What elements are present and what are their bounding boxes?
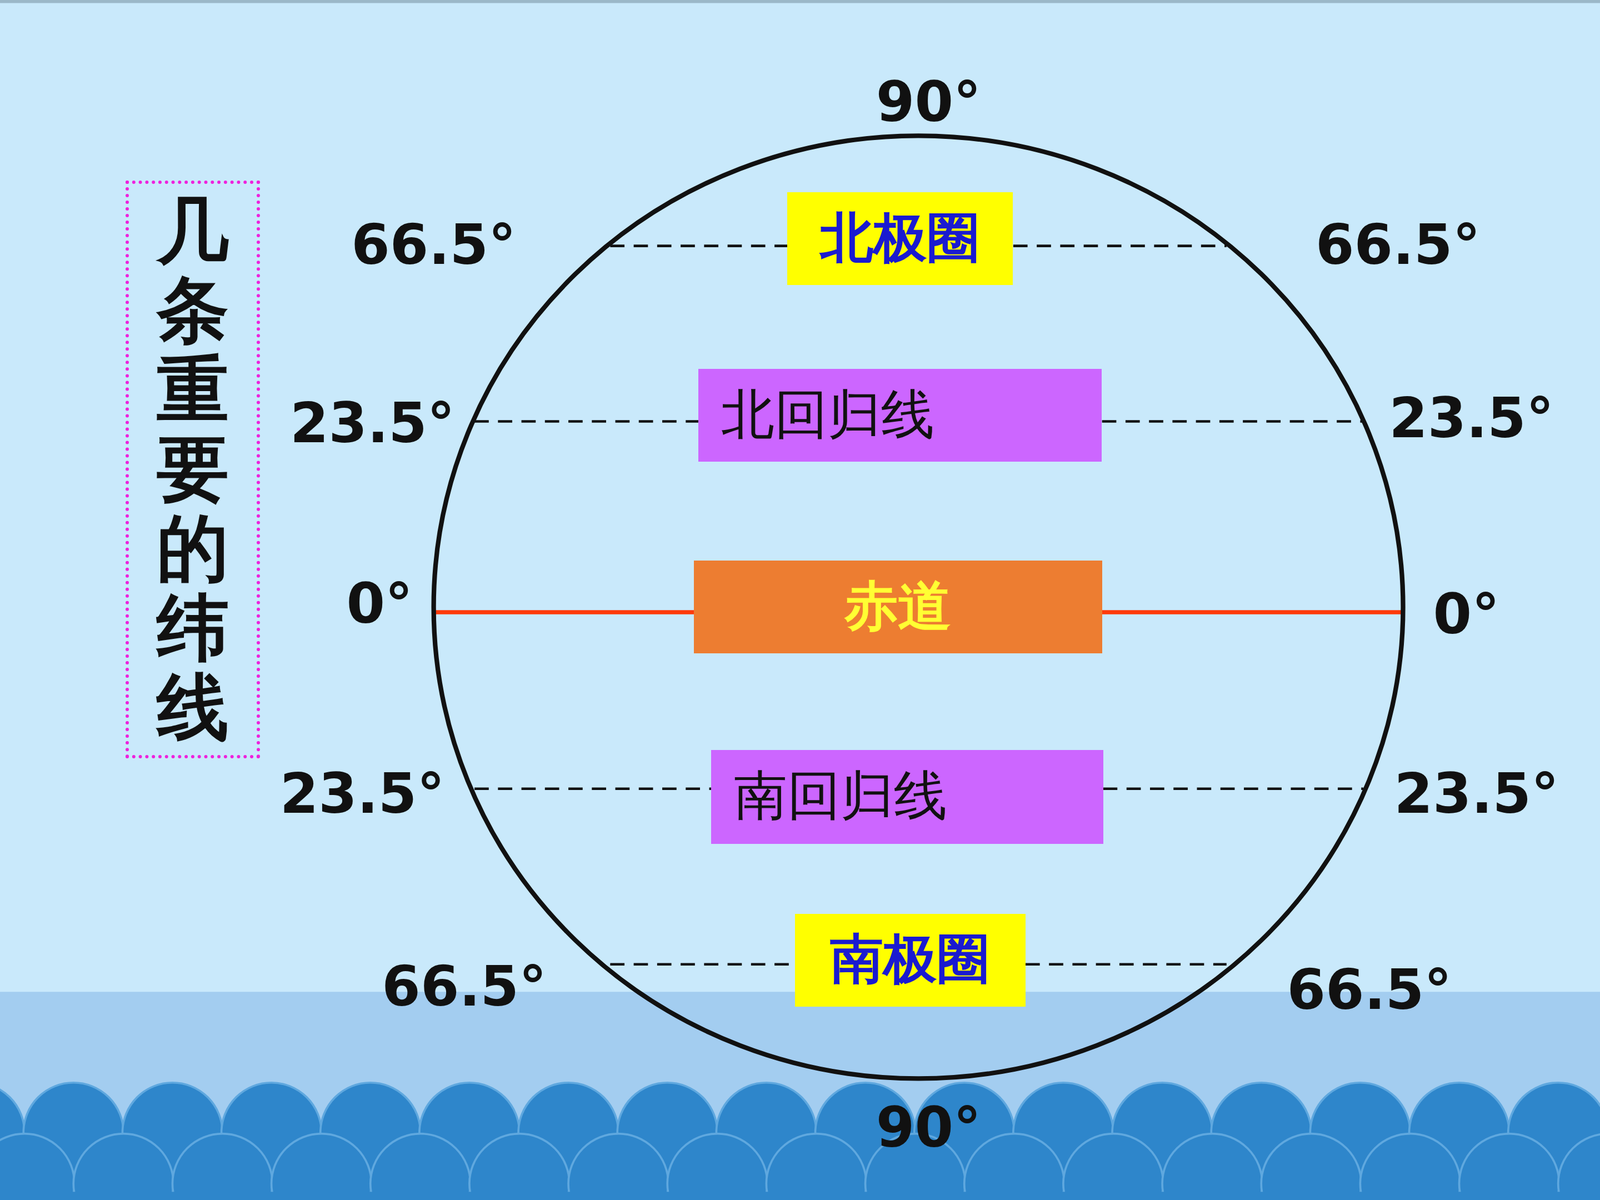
latitude-name: 北极圈 <box>820 202 980 275</box>
wave-scallop <box>172 1133 273 1200</box>
capricorn-dash-left <box>474 787 712 790</box>
wave-scallop <box>271 1133 372 1200</box>
latitude-value: 0° <box>346 576 413 632</box>
latitude-name: 北回归线 <box>721 379 935 452</box>
arctic-dash-left <box>610 244 788 248</box>
equator-box: 赤道 <box>693 560 1103 654</box>
title-box: 几条重要的纬线 <box>125 180 260 759</box>
latitude-value: 23.5° <box>1393 766 1559 822</box>
latitude-value: 23.5° <box>280 766 445 822</box>
antarctic-circle-box: 南极圈 <box>795 913 1026 1007</box>
wave-row <box>0 1082 1600 1200</box>
wave-scallop <box>568 1133 669 1200</box>
globe-outline <box>433 135 1404 1079</box>
wave-scallop <box>469 1133 570 1200</box>
wave-scallop <box>0 1133 75 1200</box>
wave-scallop <box>1261 1133 1362 1200</box>
wave-scallop <box>73 1133 174 1200</box>
latitude-name: 赤道 <box>844 571 952 644</box>
top-rule <box>0 0 1600 4</box>
wave-scallop <box>1162 1133 1263 1200</box>
latitude-value: 66.5° <box>381 958 547 1015</box>
arctic-dash-right <box>1013 244 1227 248</box>
latitude-value: 23.5° <box>290 395 455 452</box>
wave-base <box>0 1191 1600 1200</box>
vertical-heading: 几条重要的纬线 <box>156 191 229 748</box>
cancer-dash-left <box>474 420 699 423</box>
latitude-value: 66.5° <box>1287 962 1453 1018</box>
latitude-value: 23.5° <box>1388 390 1554 447</box>
tropic-cancer-box: 北回归线 <box>698 368 1102 462</box>
latitude-value: 66.5° <box>351 217 517 273</box>
latitude-value: 90° <box>876 1100 982 1156</box>
tropic-capricorn-box: 南回归线 <box>711 750 1103 844</box>
wave-scallop <box>766 1133 867 1200</box>
cancer-dash-right <box>1102 420 1364 423</box>
latitude-name: 南回归线 <box>733 760 948 833</box>
wave-scallop <box>370 1133 471 1200</box>
latitude-value: 66.5° <box>1315 217 1481 273</box>
wave-scallop <box>1459 1133 1560 1200</box>
antarctic-dash-left <box>610 962 795 966</box>
latitude-value: 0° <box>1433 586 1500 643</box>
capricorn-dash-right <box>1103 787 1364 790</box>
wave-scallop <box>1360 1133 1460 1200</box>
wave-scallop <box>1558 1133 1600 1200</box>
equator-line <box>1102 610 1404 614</box>
wave-scallop <box>1063 1133 1164 1200</box>
latitude-value: 90° <box>876 74 982 130</box>
antarctic-dash-right <box>1025 962 1227 966</box>
latitude-dashes <box>474 246 1364 965</box>
arctic-circle-box: 北极圈 <box>787 192 1013 285</box>
equator-line <box>435 610 694 614</box>
latitude-name: 南极圈 <box>830 923 990 997</box>
wave-scallop <box>667 1133 768 1200</box>
